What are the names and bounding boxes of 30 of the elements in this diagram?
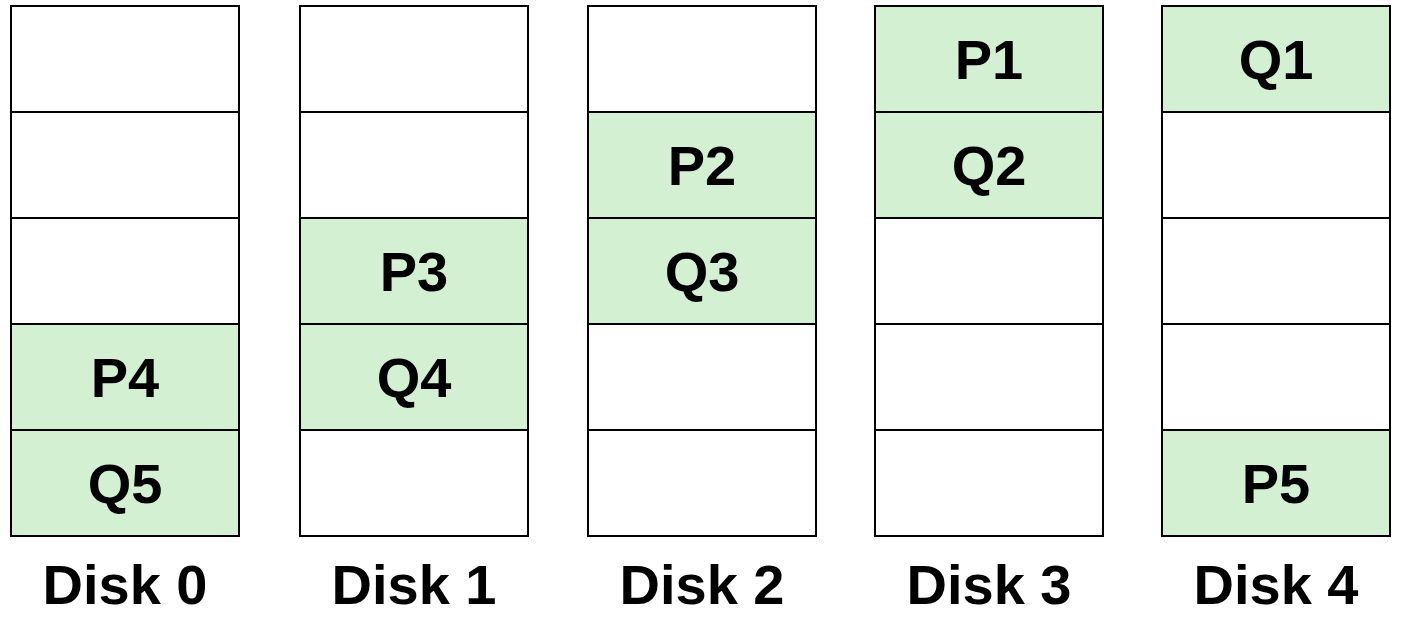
data-block [587,429,817,537]
parity-block: P2 [587,111,817,219]
data-block [299,429,529,537]
parity-block: P1 [874,5,1104,113]
data-block [874,323,1104,431]
data-block [10,5,240,113]
disk-label: Disk 2 [618,553,786,617]
data-block [1161,323,1391,431]
disk-label: Disk 4 [1192,553,1360,617]
parity-block: Q4 [299,323,529,431]
data-block [10,111,240,219]
data-block [10,217,240,325]
data-block [299,111,529,219]
data-block [1161,111,1391,219]
disk-label: Disk 0 [41,553,209,617]
parity-block: P5 [1161,429,1391,537]
parity-block: Q1 [1161,5,1391,113]
parity-block: Q5 [10,429,240,537]
parity-block: Q2 [874,111,1104,219]
data-block [874,217,1104,325]
disk-label: Disk 1 [330,553,498,617]
data-block [874,429,1104,537]
parity-block: P3 [299,217,529,325]
disk-label: Disk 3 [905,553,1073,617]
data-block [299,5,529,113]
data-block [587,323,817,431]
parity-block: P4 [10,323,240,431]
parity-block: Q3 [587,217,817,325]
data-block [587,5,817,113]
data-block [1161,217,1391,325]
